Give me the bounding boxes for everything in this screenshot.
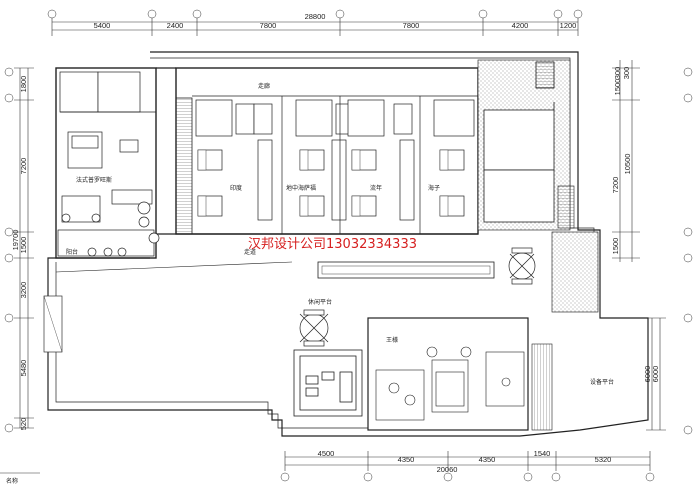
left-dim-6: 5480: [19, 360, 28, 377]
bottom-dimension-chain: [284, 451, 651, 471]
room-label-equipment: 设备平台: [590, 378, 614, 386]
stair-right-edge: [557, 185, 575, 229]
left-dim-3: 19700: [11, 230, 20, 251]
top-dim-3: 7800: [260, 21, 277, 30]
left-dim-5: 3200: [19, 282, 28, 299]
axis-bubbles-left: [4, 67, 14, 433]
right-dim-6: 1500: [611, 238, 620, 255]
bottom-dim-3: 4350: [479, 455, 496, 464]
bottom-dim-2: 4350: [398, 455, 415, 464]
leisure-platform: [293, 349, 363, 417]
bottom-dim-1: 4500: [318, 449, 335, 458]
room-label-leisure: 休闲平台: [308, 298, 332, 306]
room-label-india: 印度: [230, 184, 242, 192]
bottom-dim-5: 5320: [595, 455, 612, 464]
service-core: [483, 61, 555, 223]
axis-bubbles-right: [683, 67, 693, 435]
planter-inner: [321, 265, 491, 275]
room-label-corridor-top: 走廊: [258, 82, 270, 90]
room-label-balcony: 阳台: [66, 248, 78, 256]
right-dim-5: 10500: [623, 154, 632, 175]
room-label-king: 王様: [386, 336, 398, 344]
right-dim-1: 300: [613, 67, 622, 80]
top-dim-1: 5400: [94, 21, 111, 30]
right-dim-4: 7200: [611, 177, 620, 194]
bottom-total-dimension: 20060: [437, 465, 458, 474]
king-suite-furniture: [375, 343, 553, 431]
guest-room-blocks: [192, 95, 479, 234]
provence-suite: [57, 71, 160, 257]
left-dim-4: 1500: [19, 237, 28, 254]
round-table-leisure: [299, 309, 329, 347]
round-table-terrace-east: [508, 247, 536, 285]
right-dimension-chain: [612, 60, 666, 431]
bottom-dim-4: 1540: [534, 449, 551, 458]
hatch-terrace-right-lower: [551, 231, 599, 313]
axis-bubbles-top: [47, 9, 583, 19]
axis-bubbles-bottom: [280, 472, 655, 482]
left-dim-7: 520: [19, 418, 28, 431]
top-dim-5: 4200: [512, 21, 529, 30]
right-dim-3: 300: [622, 67, 631, 80]
right-dim-2: 1500: [613, 79, 622, 96]
room-label-beach: 流年: [370, 184, 382, 192]
left-dim-2: 7200: [19, 158, 28, 175]
top-total-dimension: 28800: [305, 12, 326, 21]
left-dim-1: 1800: [19, 76, 28, 93]
left-dimension-chain: [14, 67, 34, 429]
guest-room-beds: [197, 149, 449, 217]
stair-left: [175, 97, 193, 235]
room-label-sea: 海子: [428, 184, 440, 192]
room-label-corridor-mid: 走道: [244, 248, 256, 256]
top-dim-6: 1200: [560, 21, 577, 30]
top-dimension-chain: [51, 18, 579, 36]
right-dim-8: 6000: [651, 366, 660, 383]
top-dim-2: 2400: [167, 21, 184, 30]
planter-strip: [317, 261, 495, 279]
room-label-mediterranean: 地中海萨福: [286, 184, 316, 192]
room-label-provence: 法式普罗旺斯: [76, 176, 112, 184]
legend-label: 名称: [6, 477, 18, 485]
top-dim-4: 7800: [403, 21, 420, 30]
watermark-text: 汉邦设计公司13032334333: [248, 237, 417, 252]
